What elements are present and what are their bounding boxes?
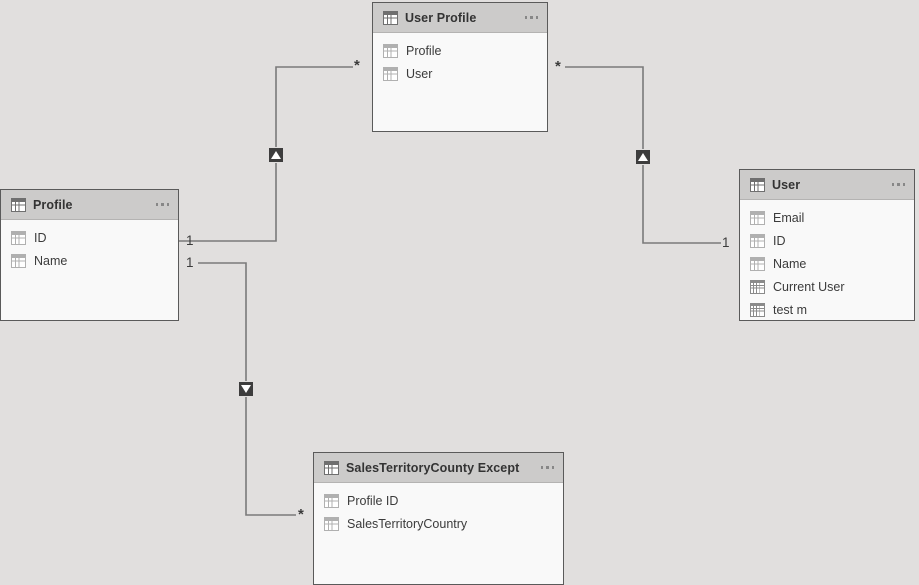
field-row[interactable]: ID <box>740 229 914 252</box>
table-icon <box>383 10 398 25</box>
table-card-header[interactable]: User Profile <box>373 3 547 33</box>
more-options-icon[interactable] <box>153 199 173 210</box>
field-label: ID <box>773 233 786 248</box>
field-label: Profile <box>406 43 442 58</box>
field-label: User <box>406 66 433 81</box>
table-card-salesterritorycounty-except[interactable]: SalesTerritoryCounty Except Profile ID S… <box>313 452 564 585</box>
cross-filter-arrow-up-right[interactable] <box>635 149 651 165</box>
field-row[interactable]: test m <box>740 298 914 321</box>
table-card-header[interactable]: User <box>740 170 914 200</box>
field-row[interactable]: ID <box>1 226 178 249</box>
field-label: Current User <box>773 279 845 294</box>
table-icon <box>11 197 26 212</box>
cross-filter-arrow-down[interactable] <box>238 381 254 397</box>
field-row[interactable]: Current User <box>740 275 914 298</box>
column-icon <box>11 230 26 245</box>
table-card-header[interactable]: Profile <box>1 190 178 220</box>
cardinality-many-user-profile-right: * <box>555 58 561 75</box>
field-label: test m <box>773 302 808 317</box>
column-icon <box>324 493 339 508</box>
cardinality-one-profile-to-user-profile: 1 <box>186 233 194 248</box>
table-card-user-profile[interactable]: User Profile Profile User <box>372 2 548 132</box>
more-options-icon[interactable] <box>522 12 542 23</box>
field-row[interactable]: SalesTerritoryCountry <box>314 512 563 535</box>
field-row[interactable]: Name <box>740 252 914 275</box>
column-icon <box>750 256 765 271</box>
table-card-fields: Profile User <box>373 33 547 85</box>
cross-filter-arrow-up-left[interactable] <box>268 147 284 163</box>
field-label: Profile ID <box>347 493 399 508</box>
more-options-icon[interactable] <box>538 462 558 473</box>
column-icon <box>750 210 765 225</box>
field-label: Name <box>34 253 68 268</box>
field-label: SalesTerritoryCountry <box>347 516 468 531</box>
field-label: Email <box>773 210 805 225</box>
table-card-header[interactable]: SalesTerritoryCounty Except <box>314 453 563 483</box>
table-title: User <box>772 177 801 192</box>
cardinality-many-salesterritory: * <box>298 506 304 523</box>
table-title: Profile <box>33 197 73 212</box>
table-title: SalesTerritoryCounty Except <box>346 460 520 475</box>
triangle-up-icon <box>638 153 648 161</box>
column-icon <box>324 516 339 531</box>
cardinality-one-user: 1 <box>722 235 730 250</box>
column-icon <box>383 43 398 58</box>
table-card-fields: Email ID Name Current User test m <box>740 200 914 321</box>
table-icon <box>750 177 765 192</box>
field-label: Name <box>773 256 807 271</box>
calculated-column-icon <box>750 279 765 294</box>
table-card-fields: ID Name <box>1 220 178 272</box>
field-row[interactable]: Profile <box>373 39 547 62</box>
triangle-up-icon <box>271 151 281 159</box>
relationship-line-profile-to-user-profile[interactable] <box>179 66 353 242</box>
table-card-fields: Profile ID SalesTerritoryCountry <box>314 483 563 535</box>
field-row[interactable]: Profile ID <box>314 489 563 512</box>
field-row[interactable]: Name <box>1 249 178 272</box>
more-options-icon[interactable] <box>889 179 909 190</box>
field-label: ID <box>34 230 47 245</box>
table-card-user[interactable]: User Email ID Name Current User <box>739 169 915 321</box>
table-card-profile[interactable]: Profile ID Name <box>0 189 179 321</box>
cardinality-one-profile-to-salesterritory: 1 <box>186 255 194 270</box>
table-icon <box>324 460 339 475</box>
column-icon <box>383 66 398 81</box>
table-title: User Profile <box>405 10 477 25</box>
column-icon <box>11 253 26 268</box>
field-row[interactable]: User <box>373 62 547 85</box>
field-row[interactable]: Email <box>740 206 914 229</box>
cardinality-many-user-profile-left: * <box>354 57 360 74</box>
column-icon <box>750 233 765 248</box>
measure-icon <box>750 302 765 317</box>
triangle-down-icon <box>241 385 251 393</box>
